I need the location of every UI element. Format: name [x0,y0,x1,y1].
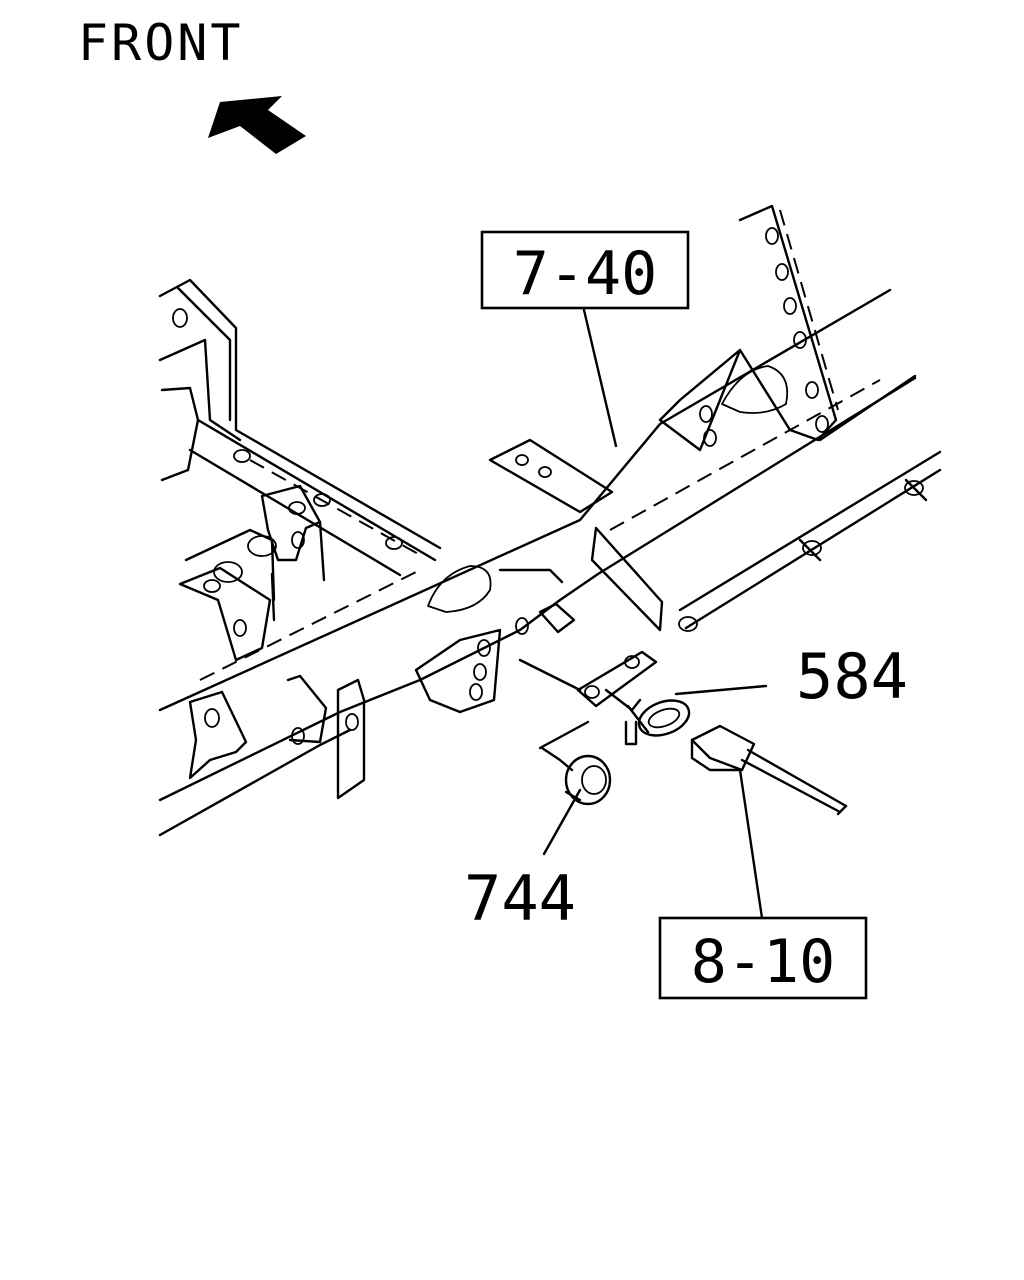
callout-584: 584 [674,640,908,713]
callout-7-40-text: 7-40 [513,239,658,309]
callout-584-text: 584 [796,640,908,713]
callout-7-40: 7-40 [480,230,690,448]
callout-8-10-text: 8-10 [691,927,836,997]
callout-8-10: 8-10 [658,768,868,1000]
part-744-nut [540,746,612,806]
arrow-front-icon [208,96,306,154]
callout-744: 744 [464,788,582,935]
front-label: FRONT [78,14,244,72]
chassis-frame [158,204,942,837]
connector-8-10 [690,724,848,816]
callout-744-text: 744 [464,862,576,935]
part-584-sensor [518,650,691,750]
